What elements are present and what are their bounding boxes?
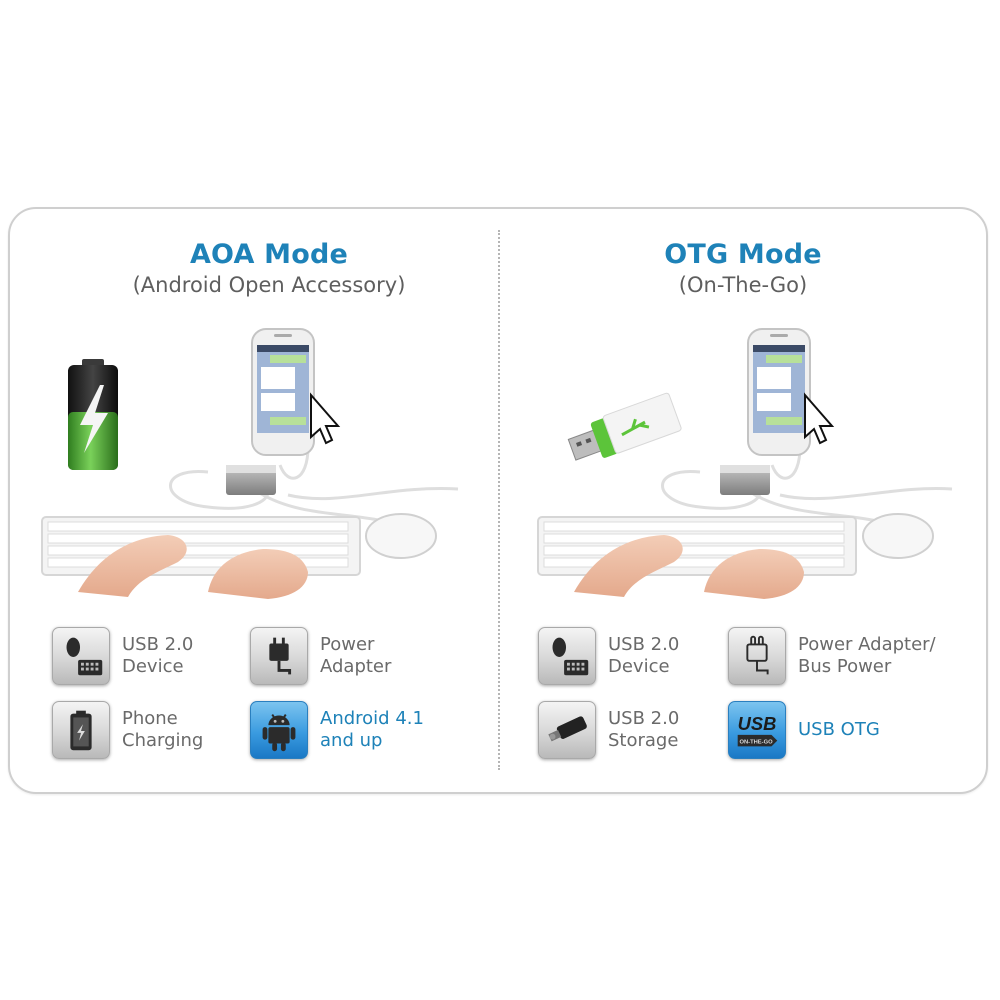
otg-panel: OTG Mode (On-The-Go) — [500, 207, 990, 794]
mouse-pointer-cursor — [310, 392, 341, 445]
power-adapter-bus-icon — [728, 627, 786, 685]
usb-storage-icon — [538, 701, 596, 759]
aoa-scene — [8, 317, 498, 617]
mouse-pointer-cursor — [804, 392, 835, 445]
otg-title: OTG Mode — [664, 239, 822, 270]
aoa-panel: AOA Mode (Android Open Accessory) — [8, 207, 498, 794]
mouse — [862, 513, 934, 559]
svg-text:ON-THE-GO: ON-THE-GO — [739, 740, 773, 746]
usb-device-icon — [538, 627, 596, 685]
aoa-subtitle: (Android Open Accessory) — [132, 273, 406, 297]
power-adapter-icon — [250, 627, 308, 685]
smartphone — [251, 328, 315, 456]
battery-charging-icon — [68, 359, 118, 470]
aoa-title: AOA Mode — [189, 239, 349, 270]
usb-hub-adapter — [226, 465, 276, 495]
keyboard-with-hands — [537, 516, 857, 599]
usb-device-icon — [52, 627, 110, 685]
phone-charging-icon — [52, 701, 110, 759]
mouse — [365, 513, 437, 559]
feature-power-adapter-bus-power: Power Adapter/Bus Power — [728, 625, 938, 687]
android-icon — [250, 701, 308, 759]
svg-text:USB: USB — [738, 713, 777, 734]
usb-flash-drive — [567, 392, 682, 461]
dotted-divider — [498, 230, 500, 770]
otg-subtitle: (On-The-Go) — [678, 273, 808, 297]
otg-scene — [500, 317, 990, 617]
usb-hub-adapter — [720, 465, 770, 495]
smartphone — [747, 328, 811, 456]
usb-otg-icon: USB ON-THE-GO — [728, 701, 786, 759]
keyboard-with-hands — [41, 516, 361, 599]
